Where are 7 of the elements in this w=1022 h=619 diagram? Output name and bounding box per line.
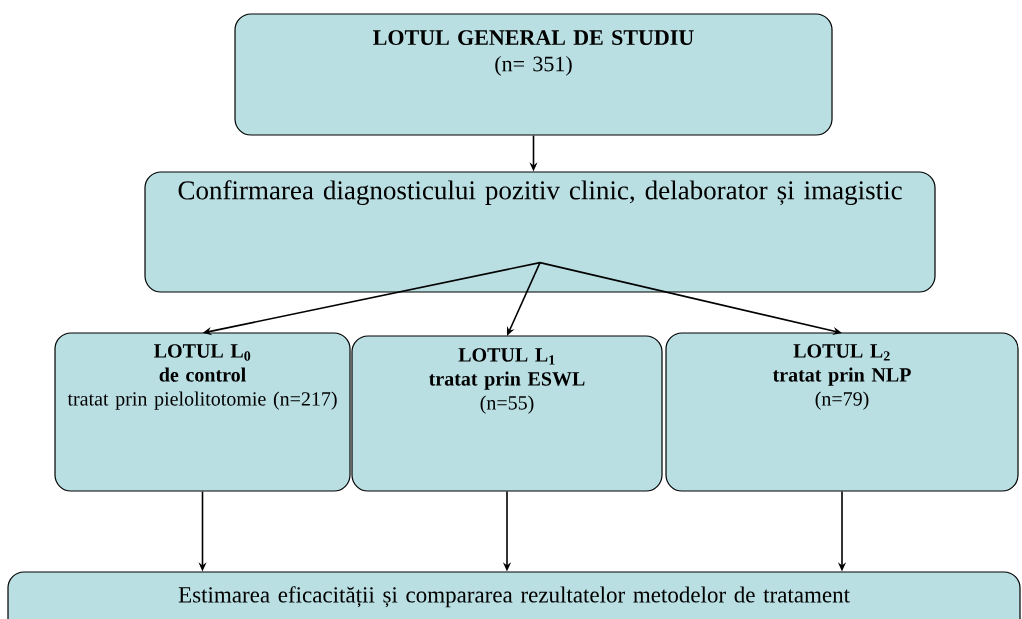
- process-box: Estimarea eficacității și compararea rezultatelor metodelor de tratament: [7, 571, 1021, 619]
- process-box: LOTUL L$_{0}$ de control tratat prin pielolitotomie (n=217): [54, 332, 351, 492]
- process-box: LOTUL L$_{1}$ tratat prin ESWL (n=55): [351, 335, 663, 492]
- process-box: Confirmarea diagnosticului pozitiv clinic, delaborator și imagistic: [144, 171, 936, 293]
- process-box: LOTUL L$_{2}$ tratat prin NLP (n=79): [665, 332, 1019, 492]
- arrow: [507, 261, 541, 336]
- process-box: LOTUL GENERAL DE STUDIU (n= 351): [234, 13, 833, 136]
